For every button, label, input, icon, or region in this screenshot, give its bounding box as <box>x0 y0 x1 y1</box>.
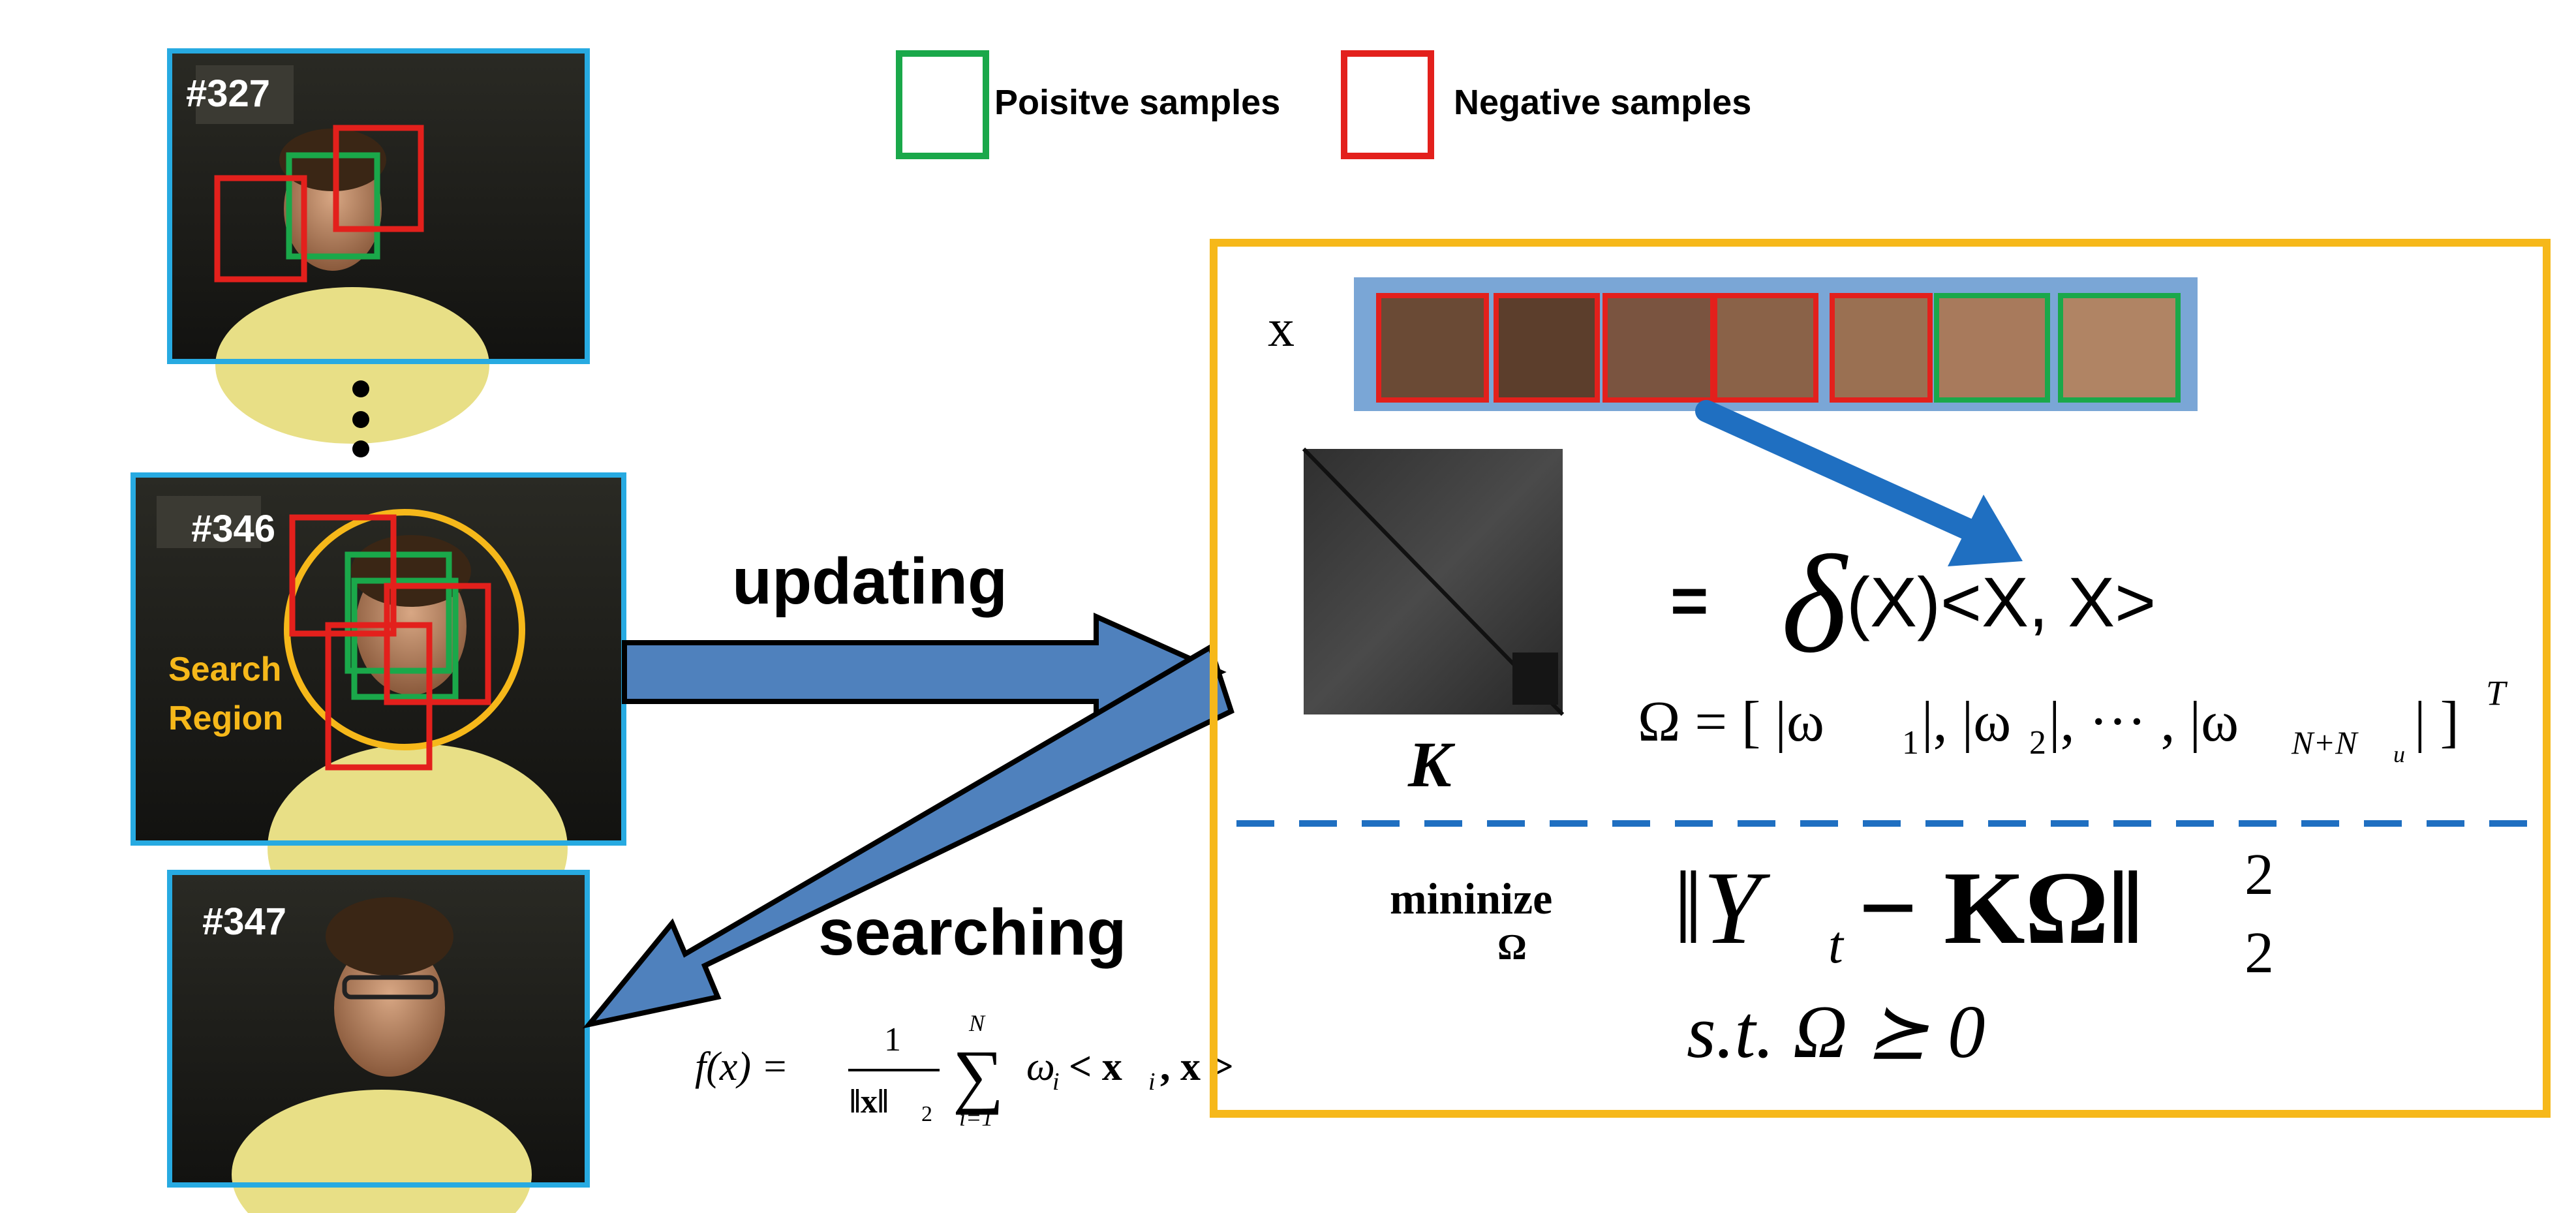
objective-subscript-t: t <box>1828 915 1845 974</box>
frame-346-label: #346 <box>191 508 275 550</box>
f-body-tail: , x > <box>1160 1045 1234 1089</box>
ellipsis-dot <box>352 440 369 457</box>
frame-327-negative-box-2 <box>214 175 307 283</box>
model-panel: x K = δ (X)<X, X> Ω = [ |ω 1 <box>1210 239 2551 1118</box>
delta-symbol: δ <box>1781 526 1848 682</box>
frame-327: #327 <box>167 48 590 444</box>
sample-patches <box>1376 293 2181 403</box>
objective-rest: − KΩ‖ <box>1858 850 2143 966</box>
f-body-rest-sub: i <box>1148 1068 1156 1096</box>
delta-arguments: (X)<X, X> <box>1847 562 2156 641</box>
frame-346-negative-box-2 <box>384 583 491 705</box>
omega-def-end: | ] <box>2414 690 2459 754</box>
f-lhs: f(x) = <box>695 1045 788 1089</box>
frame-347-shirt <box>232 1090 532 1213</box>
sample-patch-negative <box>1712 293 1818 403</box>
objective-norm-start: ‖Y <box>1674 850 1771 966</box>
omega-def-sub2: 2 <box>2029 724 2046 761</box>
searching-arrow-shape <box>582 643 1234 1029</box>
searching-label: searching <box>818 896 1126 969</box>
frame-346-negative-box-3 <box>325 622 433 771</box>
ellipsis-dots <box>352 380 369 457</box>
omega-def-dots: |, ··· , |ω <box>2049 690 2239 754</box>
frame-347-glasses <box>342 975 438 1000</box>
frame-327-hair <box>279 129 386 191</box>
frame-347-hair <box>326 897 453 975</box>
frame-346-positive-box-1 <box>345 551 452 674</box>
f-sum-sign: ∑ <box>953 1036 1004 1115</box>
f-body-omega: ω <box>1026 1045 1055 1089</box>
frame-347-face <box>334 940 445 1077</box>
sample-patch-negative <box>1376 293 1489 403</box>
kernel-matrix-block <box>1512 653 1558 705</box>
legend-negative-label: Negative samples <box>1454 83 1751 122</box>
omega-def-sub1: 1 <box>1902 724 1919 761</box>
frame-347-border <box>167 870 590 1188</box>
frame-347-label: #347 <box>202 900 286 943</box>
omega-def-mid: |, |ω <box>1922 690 2011 754</box>
mapping-arrow-head <box>1948 495 2023 566</box>
frame-347: #347 <box>167 870 590 1213</box>
frame-327-negative-box-1 <box>333 125 424 232</box>
minimize-subscript: Ω <box>1497 927 1527 968</box>
mapping-arrow <box>1695 400 2023 566</box>
frame-327-window <box>196 65 294 124</box>
search-region-label-line2: Region <box>168 699 283 737</box>
f-numerator: 1 <box>884 1021 901 1058</box>
constraint: s.t. Ω ⪰ 0 <box>1687 990 1985 1073</box>
ellipsis-dot <box>352 380 369 397</box>
x-label: x <box>1268 298 1295 358</box>
frame-346-search-region <box>284 509 525 750</box>
frame-327-shirt <box>215 287 489 444</box>
updating-arrow: updating <box>622 545 1227 732</box>
objective: mininize Ω ‖Y t − KΩ‖ 2 2 s.t. Ω ⪰ 0 <box>1390 842 2274 1073</box>
omega-def-start: Ω = [ |ω <box>1638 690 1824 754</box>
sample-patch-negative <box>1494 293 1600 403</box>
frame-346-positive-box-2 <box>351 577 459 700</box>
score-formula: f(x) = 1 ‖x‖ 2 N ∑ i=1 ω i < x i , x > <box>695 1010 1234 1131</box>
legend: Poisitve samples Negative samples <box>896 50 1751 159</box>
searching-arrow: searching <box>582 643 1234 1029</box>
search-region-label-line1: Search <box>168 651 281 688</box>
frame-346-window <box>157 496 261 548</box>
legend-negative-swatch <box>1341 50 1434 159</box>
mapping-arrow-shaft <box>1695 400 1982 542</box>
f-sum-bottom: i=1 <box>959 1105 993 1131</box>
sample-patch-positive <box>1934 293 2050 403</box>
ellipsis-dot <box>352 411 369 428</box>
sample-patch-negative <box>1830 293 1933 403</box>
objective-superscript: 2 <box>2245 842 2274 907</box>
f-denominator: ‖x‖ <box>850 1083 889 1120</box>
legend-positive-swatch <box>896 50 989 159</box>
sample-patch-negative <box>1602 293 1715 403</box>
f-body-rest: < x <box>1069 1045 1122 1089</box>
sample-patch-positive <box>2058 293 2181 403</box>
kernel-label: K <box>1407 728 1456 801</box>
omega-def-transpose: T <box>2486 673 2508 713</box>
f-denominator-sub: 2 <box>921 1102 932 1126</box>
omega-def-subU: u <box>2393 741 2405 767</box>
omega-definition: Ω = [ |ω 1 |, |ω 2 |, ··· , |ω N+N u | ]… <box>1638 673 2508 767</box>
objective-subscript: 2 <box>2245 921 2274 985</box>
f-sum-top: N <box>968 1010 986 1036</box>
legend-positive-label: Poisitve samples <box>994 83 1280 122</box>
minimize-word: mininize <box>1390 874 1552 923</box>
f-body-omega-sub: i <box>1052 1068 1060 1096</box>
frame-346-negative-box-1 <box>289 514 397 637</box>
frame-327-label: #327 <box>186 72 270 115</box>
model-panel-border <box>1210 239 2551 1118</box>
omega-def-subN: N+N <box>2291 724 2359 761</box>
equals-sign: = <box>1670 564 1708 637</box>
updating-label: updating <box>732 545 1007 618</box>
frame-327-border <box>167 48 590 364</box>
